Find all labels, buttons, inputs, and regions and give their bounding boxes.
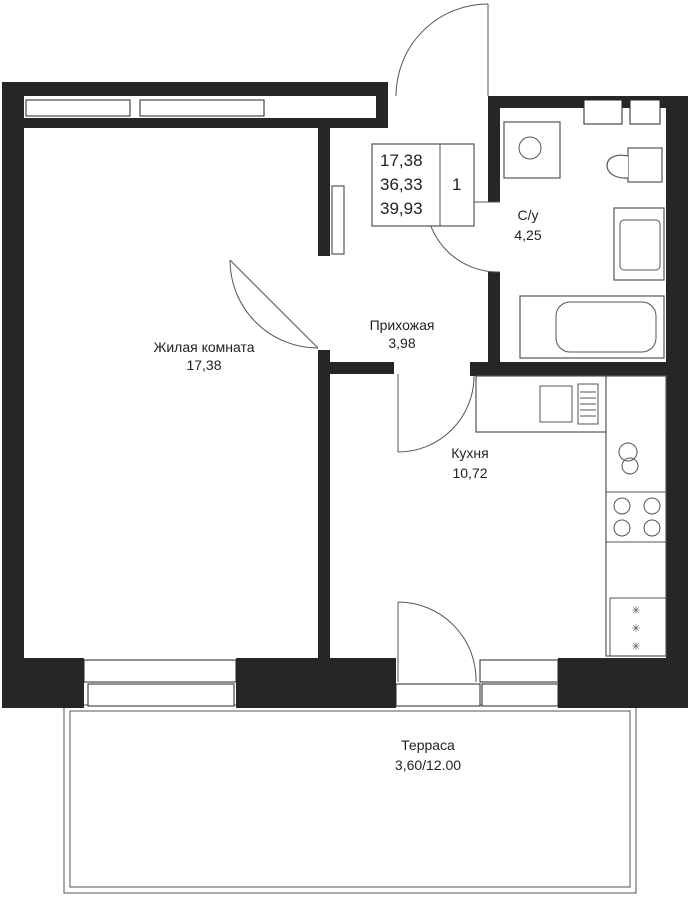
room-labels: Жилая комната 17,38 Прихожая 3,98 С/у 4,… <box>153 207 541 773</box>
windows <box>25 99 661 707</box>
info-living-area: 17,38 <box>380 151 423 170</box>
info-room-count: 1 <box>452 175 461 194</box>
doors <box>229 3 501 683</box>
washing-machine <box>503 121 561 179</box>
bathroom-fixtures <box>503 121 665 359</box>
wardrobe <box>331 185 345 255</box>
svg-text:✳: ✳ <box>631 641 640 653</box>
fridge <box>609 597 667 657</box>
terrace-area: 3,60/12.00 <box>395 757 461 773</box>
svg-text:✳: ✳ <box>631 623 640 635</box>
hall-area: 3,98 <box>388 335 415 351</box>
living-room-name: Жилая комната <box>153 339 254 355</box>
kitchen-name: Кухня <box>451 445 488 461</box>
kitchen-fixtures: ✳ ✳ ✳ <box>475 375 667 657</box>
info-total-area: 36,33 <box>380 175 423 194</box>
terrace-outline <box>63 704 637 894</box>
hall-name: Прихожая <box>370 317 435 333</box>
toilet <box>627 147 663 183</box>
bathroom-area: 4,25 <box>514 227 541 243</box>
info-total-area-with-terrace: 39,93 <box>380 199 423 218</box>
bathroom-name: С/у <box>518 207 539 223</box>
bathtub-icon <box>519 295 665 359</box>
kitchen-sink <box>539 385 573 423</box>
counter-side <box>605 375 667 657</box>
terrace-name: Терраса <box>401 737 455 753</box>
water-heater-icon <box>618 442 638 462</box>
living-room-area: 17,38 <box>186 357 221 373</box>
info-box: 17,38 36,33 39,93 1 <box>371 143 475 227</box>
stove-burner <box>613 497 631 515</box>
svg-text:✳: ✳ <box>631 605 640 617</box>
kitchen-area: 10,72 <box>452 465 487 481</box>
